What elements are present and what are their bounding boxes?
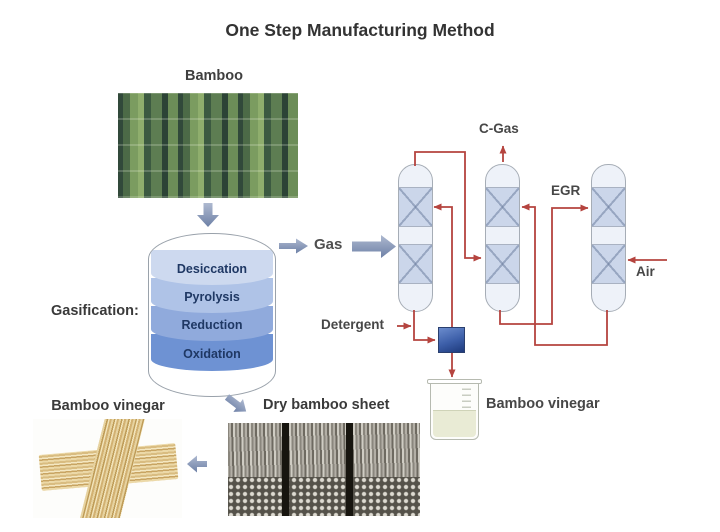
vinegar-beaker [427, 379, 482, 440]
right-arrow-gasifier-to-gas [279, 238, 308, 254]
bamboo-photo [118, 93, 298, 198]
right-arrow-gas-to-column [352, 235, 396, 258]
dry-bamboo-sheet-photo [228, 423, 420, 516]
bundle-gap [282, 423, 289, 516]
gasification-label: Gasification: [51, 303, 139, 319]
stage-oxidation: Oxidation [151, 334, 273, 371]
packing-section [592, 187, 625, 227]
packing-section [399, 244, 432, 284]
stage-desiccation: Desiccation [151, 250, 273, 285]
egr-label: EGR [551, 183, 581, 198]
packing-section [486, 244, 519, 284]
page-title: One Step Manufacturing Method [225, 20, 495, 40]
packing-section [399, 187, 432, 227]
packing-section [486, 187, 519, 227]
bamboo-sticks-photo [33, 419, 182, 518]
packing-section [592, 244, 625, 284]
c-gas-label: C-Gas [479, 121, 519, 136]
beaker-liquid [433, 410, 476, 437]
gas-label: Gas [314, 236, 343, 253]
gas-column-3 [591, 164, 626, 312]
beaker-graduations [462, 388, 471, 414]
dry-bamboo-sheet-label: Dry bamboo sheet [263, 397, 390, 413]
detergent-label: Detergent [321, 317, 385, 332]
gas-column-1 [398, 164, 433, 312]
left-arrow-drysheet-to-vinegar [187, 455, 207, 473]
bamboo-label: Bamboo [185, 68, 243, 84]
stick-ends-texture [228, 476, 420, 516]
gasifier-vessel: Desiccation Pyrolysis Reduction Oxidatio… [148, 233, 276, 397]
pipe-mixer-to-col1 [433, 203, 453, 327]
gasifier-stages: Desiccation Pyrolysis Reduction Oxidatio… [151, 250, 273, 371]
beaker-vinegar-label: Bamboo vinegar [486, 396, 600, 412]
gas-column-2 [485, 164, 520, 312]
down-arrow-bamboo-to-gasifier [197, 203, 219, 227]
detergent-mixer-box [438, 327, 465, 353]
bundle-gap [346, 423, 353, 516]
air-label: Air [636, 264, 655, 279]
pipe-col1-bottom-to-mixer [413, 310, 436, 344]
bamboo-vinegar-product-label: Bamboo vinegar [51, 398, 165, 414]
